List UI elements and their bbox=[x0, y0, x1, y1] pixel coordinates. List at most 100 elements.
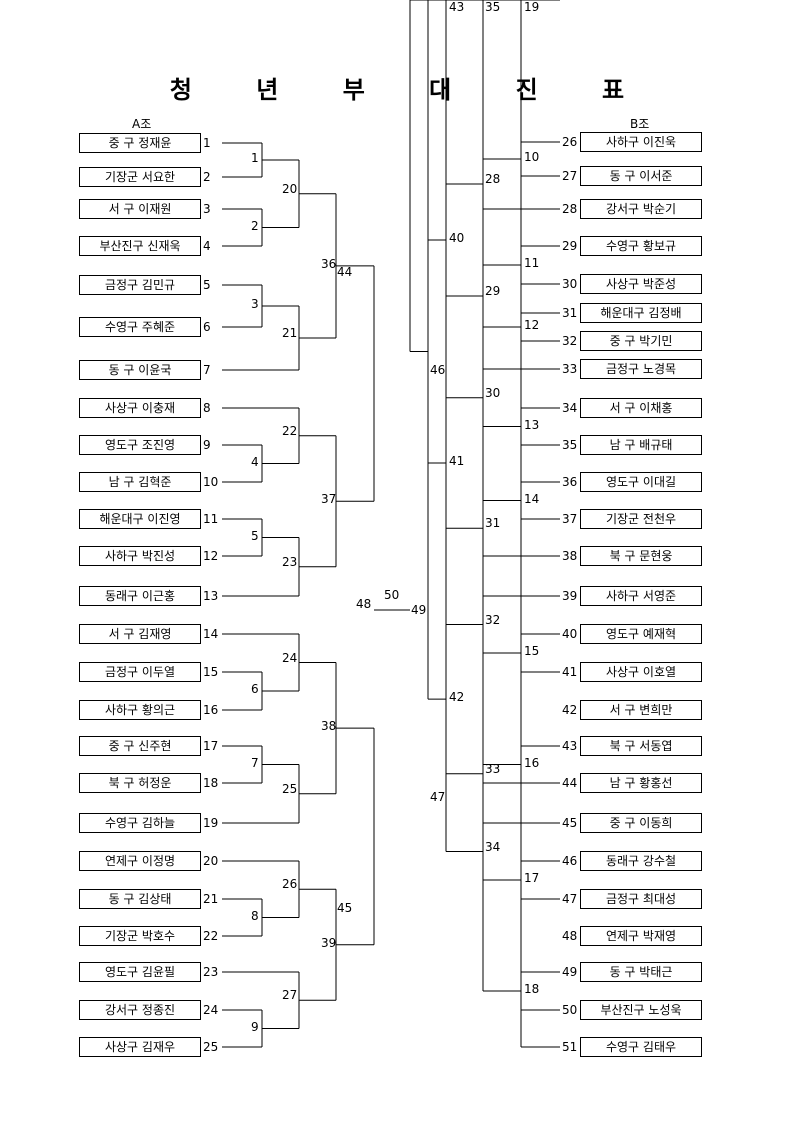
page-title: 청 년 부 대 진 표 bbox=[169, 76, 653, 104]
seed-number: 48 bbox=[562, 929, 578, 943]
match-number: 24 bbox=[282, 650, 298, 665]
match-number: 29 bbox=[485, 284, 501, 298]
match-number: 17 bbox=[524, 871, 540, 885]
seed-number: 8 bbox=[203, 401, 211, 415]
seed-number: 20 bbox=[203, 854, 219, 868]
team-box: 동래구 이근홍 bbox=[79, 586, 201, 606]
match-number: 23 bbox=[282, 554, 298, 569]
match-number: 3 bbox=[251, 297, 259, 311]
team-box: 동 구 박태근 bbox=[580, 962, 702, 982]
group-a-label: A조 bbox=[132, 117, 152, 131]
match-number: 20 bbox=[282, 181, 298, 196]
match-number: 2 bbox=[251, 218, 259, 233]
seed-number: 43 bbox=[562, 739, 578, 753]
match-number: 7 bbox=[251, 755, 259, 770]
team-box: 기장군 박호수 bbox=[79, 926, 201, 946]
seed-number: 45 bbox=[562, 816, 578, 830]
match-number: 47 bbox=[430, 790, 446, 804]
match-number: 13 bbox=[524, 417, 540, 432]
match-number: 9 bbox=[251, 1019, 259, 1034]
seed-number: 23 bbox=[203, 965, 219, 979]
match-number: 22 bbox=[282, 423, 298, 438]
team-box: 중 구 이동희 bbox=[580, 813, 702, 833]
team-box: 사하구 박진성 bbox=[79, 546, 201, 566]
seed-number: 37 bbox=[562, 512, 578, 526]
team-box: 금정구 김민규 bbox=[79, 275, 201, 295]
team-box: 동 구 이서준 bbox=[580, 166, 702, 186]
match-number: 40 bbox=[449, 231, 465, 245]
team-box: 남 구 배규태 bbox=[580, 435, 702, 455]
team-box: 수영구 주혜준 bbox=[79, 317, 201, 337]
team-box: 금정구 노경목 bbox=[580, 359, 702, 379]
match-number: 14 bbox=[524, 491, 540, 506]
team-box: 사하구 이진욱 bbox=[580, 132, 702, 152]
team-box: 영도구 예재혁 bbox=[580, 624, 702, 644]
seed-number: 24 bbox=[203, 1003, 219, 1017]
seed-number: 39 bbox=[562, 589, 578, 603]
seed-number: 25 bbox=[203, 1040, 219, 1054]
team-box: 부산진구 노성욱 bbox=[580, 1000, 702, 1020]
team-box: 해운대구 김정배 bbox=[580, 303, 702, 323]
match-number: 41 bbox=[449, 454, 465, 468]
match-number: 1 bbox=[251, 151, 259, 165]
group-b-label: B조 bbox=[630, 117, 650, 131]
team-box: 강서구 박순기 bbox=[580, 199, 702, 219]
match-number: 34 bbox=[485, 839, 501, 854]
seed-number: 27 bbox=[562, 169, 578, 183]
match-number: 26 bbox=[282, 877, 298, 892]
match-number: 36 bbox=[321, 256, 337, 271]
seed-number: 33 bbox=[562, 362, 578, 376]
seed-number: 2 bbox=[203, 170, 211, 184]
team-box: 사상구 김재우 bbox=[79, 1037, 201, 1057]
match-number: 25 bbox=[282, 781, 298, 796]
team-box: 기장군 전천우 bbox=[580, 509, 702, 529]
seed-number: 26 bbox=[562, 135, 578, 149]
team-box: 남 구 김혁준 bbox=[79, 472, 201, 492]
team-box: 중 구 박기민 bbox=[580, 331, 702, 351]
seed-number: 12 bbox=[203, 549, 219, 563]
seed-number: 3 bbox=[203, 202, 211, 216]
team-box: 사상구 이충재 bbox=[79, 398, 201, 418]
seed-number: 7 bbox=[203, 363, 211, 377]
match-number: 5 bbox=[251, 528, 259, 543]
match-number: 45 bbox=[337, 901, 353, 916]
seed-number: 17 bbox=[203, 739, 219, 753]
team-box: 서 구 이채홍 bbox=[580, 398, 702, 418]
seed-number: 40 bbox=[562, 627, 578, 641]
seed-number: 11 bbox=[203, 512, 219, 526]
match-number: 33 bbox=[485, 761, 501, 776]
team-box: 연제구 박재영 bbox=[580, 926, 702, 946]
match-number: 6 bbox=[251, 682, 259, 696]
team-box: 기장군 서요한 bbox=[79, 167, 201, 187]
seed-number: 22 bbox=[203, 929, 219, 943]
match-number: 27 bbox=[282, 988, 298, 1003]
team-box: 사하구 서영준 bbox=[580, 586, 702, 606]
team-box: 사상구 이호열 bbox=[580, 662, 702, 682]
match-number: 16 bbox=[524, 755, 540, 770]
team-box: 서 구 변희만 bbox=[580, 700, 702, 720]
team-box: 금정구 이두열 bbox=[79, 662, 201, 682]
match-number: 35 bbox=[485, 0, 501, 14]
seed-number: 4 bbox=[203, 239, 211, 253]
seed-number: 18 bbox=[203, 776, 219, 790]
match-number: 38 bbox=[321, 719, 337, 734]
seed-number: 35 bbox=[562, 438, 578, 452]
match-number: 18 bbox=[524, 982, 540, 996]
seed-number: 44 bbox=[562, 776, 578, 790]
seed-number: 19 bbox=[203, 816, 219, 830]
seed-number: 38 bbox=[562, 549, 578, 563]
match-number: 19 bbox=[524, 0, 540, 14]
seed-number: 21 bbox=[203, 892, 219, 906]
seed-number: 47 bbox=[562, 892, 578, 906]
match-number: 39 bbox=[321, 935, 337, 950]
seed-number: 31 bbox=[562, 306, 578, 320]
match-number: 43 bbox=[449, 0, 465, 14]
seed-number: 15 bbox=[203, 665, 219, 679]
team-box: 동 구 김상태 bbox=[79, 889, 201, 909]
team-box: 영도구 이대길 bbox=[580, 472, 702, 492]
match-number: 8 bbox=[251, 908, 259, 923]
match-number: 12 bbox=[524, 318, 540, 332]
team-box: 사하구 황의근 bbox=[79, 700, 201, 720]
seed-number: 10 bbox=[203, 475, 219, 489]
